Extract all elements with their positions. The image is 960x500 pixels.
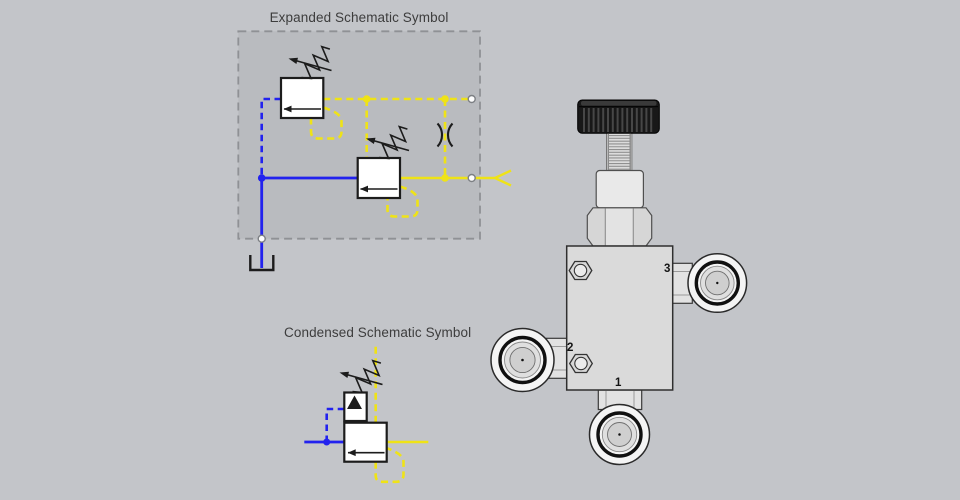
port-1-label: 1 — [615, 377, 622, 389]
boundary-port — [467, 173, 476, 183]
port-3-label: 3 — [664, 263, 671, 275]
pilot-line-blue — [260, 97, 281, 178]
junction-node — [257, 174, 266, 182]
junction-node — [441, 174, 449, 182]
port-1-fitting — [588, 403, 651, 466]
poppet-triangle — [347, 395, 362, 409]
pilot-lines-yellow — [309, 97, 472, 218]
orifice-icon — [436, 122, 454, 148]
port-2-label: 2 — [567, 342, 574, 354]
schematic-boundary-box — [237, 30, 481, 240]
expanded-schematic-title: Expanded Schematic Symbol — [269, 10, 449, 25]
valve-3d-drawing — [490, 99, 748, 466]
pilot-line-blue — [325, 407, 345, 442]
junction-node — [323, 438, 331, 446]
pilot-loop-yellow — [374, 346, 405, 484]
junction-node — [362, 95, 371, 103]
boundary-port — [257, 234, 266, 243]
pilot-relief-valve-symbol — [279, 45, 333, 120]
threaded-stem — [606, 132, 633, 172]
locknut-collar — [595, 169, 645, 209]
port-3-fitting — [687, 252, 748, 314]
hex-plug-top — [568, 260, 593, 281]
condensed-schematic-title: Condensed Schematic Symbol — [284, 325, 472, 340]
condensed-schematic-drawing — [304, 346, 429, 484]
hex-plug-bottom — [569, 353, 593, 374]
main-relief-valve-symbol — [356, 125, 410, 200]
expanded-schematic-drawing — [237, 30, 512, 272]
hex-nut — [586, 207, 653, 247]
condensed-valve-symbol — [338, 359, 388, 463]
boundary-port — [467, 94, 476, 104]
port-2-fitting — [490, 327, 555, 393]
adjustment-knob — [577, 99, 660, 134]
tank-icon — [249, 255, 275, 272]
junction-node — [441, 95, 449, 103]
